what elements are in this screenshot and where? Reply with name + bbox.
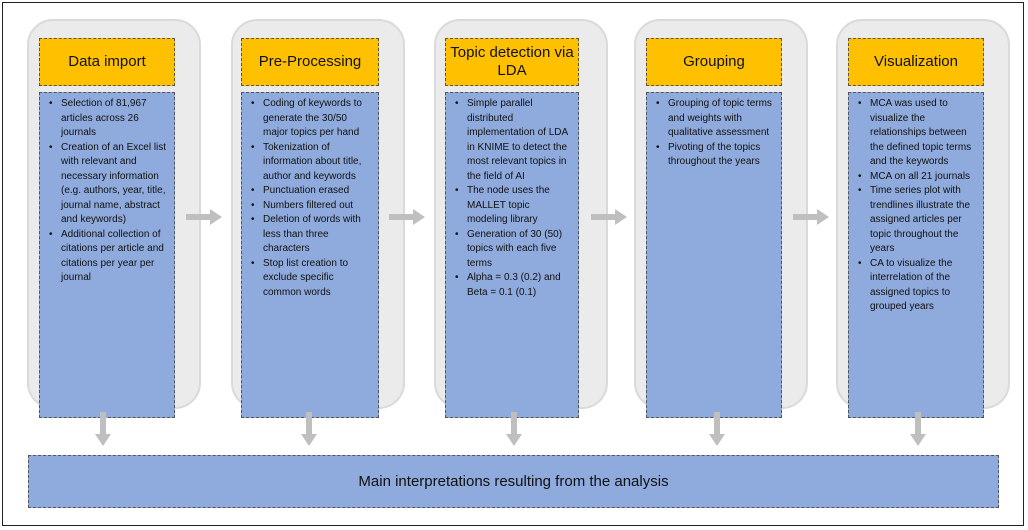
arrow-down-icon bbox=[95, 412, 111, 446]
stage-body: Grouping of topic terms and weights with… bbox=[646, 92, 782, 418]
stage-body: Coding of keywords to generate the 30/50… bbox=[241, 92, 379, 418]
list-item: Selection of 81,967 articles across 26 j… bbox=[49, 97, 168, 141]
stage-body: Simple parallel distributed implementati… bbox=[445, 92, 579, 418]
stage-topic-detection: Topic detection via LDA Simple parallel … bbox=[434, 19, 608, 418]
list-item: Tokenization of information about title,… bbox=[251, 141, 372, 185]
list-item: Generation of 30 (50) topics with each f… bbox=[455, 228, 572, 272]
stage-title: Topic detection via LDA bbox=[445, 38, 579, 86]
arrow-right-icon bbox=[389, 209, 425, 225]
stage-item-list: Coding of keywords to generate the 30/50… bbox=[250, 97, 372, 300]
list-item: Coding of keywords to generate the 30/50… bbox=[251, 97, 372, 141]
list-item: Simple parallel distributed implementati… bbox=[455, 97, 572, 184]
arrow-down-icon bbox=[709, 412, 725, 446]
arrow-right-icon bbox=[793, 209, 829, 225]
stage-title: Pre-Processing bbox=[241, 38, 379, 86]
main-interpretations-box: Main interpretations resulting from the … bbox=[28, 455, 999, 508]
arrow-right-icon bbox=[186, 209, 222, 225]
arrow-down-icon bbox=[506, 412, 522, 446]
list-item: Pivoting of the topics throughout the ye… bbox=[656, 141, 775, 170]
arrow-down-icon bbox=[910, 412, 926, 446]
stage-data-import: Data import Selection of 81,967 articles… bbox=[27, 19, 201, 418]
stage-body: MCA was used to visualize the relationsh… bbox=[848, 92, 984, 418]
list-item: The node uses the MALLET topic modeling … bbox=[455, 184, 572, 228]
list-item: Time series plot with trendlines illustr… bbox=[858, 184, 977, 257]
stage-item-list: Simple parallel distributed implementati… bbox=[454, 97, 572, 300]
stage-body: Selection of 81,967 articles across 26 j… bbox=[39, 92, 175, 418]
stage-title: Data import bbox=[39, 38, 175, 86]
list-item: Alpha = 0.3 (0.2) and Beta = 0.1 (0.1) bbox=[455, 271, 572, 300]
stage-title: Grouping bbox=[646, 38, 782, 86]
arrow-down-icon bbox=[301, 412, 317, 446]
stage-title: Visualization bbox=[848, 38, 984, 86]
list-item: MCA was used to visualize the relationsh… bbox=[858, 97, 977, 170]
stage-item-list: Selection of 81,967 articles across 26 j… bbox=[48, 97, 168, 286]
stage-item-list: Grouping of topic terms and weights with… bbox=[655, 97, 775, 170]
list-item: Stop list creation to exclude specific c… bbox=[251, 257, 372, 301]
list-item: Additional collection of citations per a… bbox=[49, 228, 168, 286]
list-item: Punctuation erased bbox=[251, 184, 372, 199]
stage-grouping: Grouping Grouping of topic terms and wei… bbox=[634, 19, 808, 418]
arrow-right-icon bbox=[591, 209, 627, 225]
list-item: Numbers filtered out bbox=[251, 199, 372, 214]
stage-item-list: MCA was used to visualize the relationsh… bbox=[857, 97, 977, 315]
stage-visualization: Visualization MCA was used to visualize … bbox=[836, 19, 1010, 418]
list-item: Grouping of topic terms and weights with… bbox=[656, 97, 775, 141]
list-item: CA to visualize the interrelation of the… bbox=[858, 257, 977, 315]
stage-pre-processing: Pre-Processing Coding of keywords to gen… bbox=[231, 19, 405, 418]
list-item: Deletion of words with less than three c… bbox=[251, 213, 372, 257]
list-item: MCA on all 21 journals bbox=[858, 170, 977, 185]
list-item: Creation of an Excel list with relevant … bbox=[49, 141, 168, 228]
